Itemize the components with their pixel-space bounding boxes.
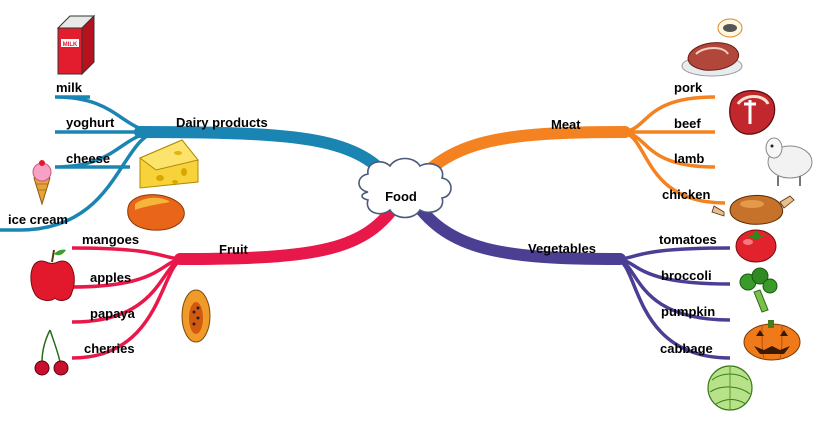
branch-label-dairy: Dairy products (176, 115, 268, 130)
leaf-label-milk: milk (56, 80, 83, 95)
leaf-label-apples: apples (90, 270, 131, 285)
papaya-icon (181, 289, 211, 343)
leaf-label-yoghurt: yoghurt (66, 115, 115, 130)
milk-carton-brand: MILK (63, 42, 78, 48)
leaf-label-pumpkin: pumpkin (661, 304, 715, 319)
branch-label-vegetables: Vegetables (528, 241, 596, 256)
leaf-label-cherries: cherries (84, 341, 135, 356)
vegetables-sub-branches (614, 246, 731, 360)
milk-carton-icon: MILK (56, 14, 96, 76)
ice-cream-icon (32, 160, 52, 206)
leaf-label-broccoli: broccoli (661, 268, 712, 283)
pumpkin-icon (743, 320, 801, 361)
leaf-label-tomatoes: tomatoes (659, 232, 717, 247)
mango-icon (127, 194, 185, 231)
branch-label-fruit: Fruit (219, 242, 249, 257)
cherries-icon (34, 329, 69, 376)
fruit-sub-branches (71, 246, 186, 360)
broccoli-icon (739, 267, 778, 313)
pork-icon (681, 18, 743, 77)
leaf-label-chicken: chicken (662, 187, 710, 202)
cabbage-icon (707, 365, 753, 411)
vegetables-branch-trunk (409, 196, 626, 265)
lamb-icon (765, 137, 813, 186)
fruit-branch-trunk (174, 196, 404, 265)
leaf-label-cabbage: cabbage (660, 341, 713, 356)
leaf-label-lamb: lamb (674, 151, 704, 166)
cloud-shape (358, 157, 452, 219)
leaf-label-pork: pork (674, 80, 703, 95)
cheese-icon (139, 139, 199, 189)
dairy-sub-branches (0, 95, 161, 232)
meat-sub-branches (619, 95, 726, 205)
tomato-icon (735, 229, 777, 263)
center-node: Food (358, 157, 452, 219)
roast-chicken-icon (711, 194, 795, 225)
apple-icon (30, 249, 75, 301)
steak-icon (729, 90, 776, 135)
center-label: Food (385, 189, 417, 204)
leaf-label-mangoes: mangoes (82, 232, 139, 247)
leaf-label-ice-cream: ice cream (8, 212, 68, 227)
branch-label-meat: Meat (551, 117, 581, 132)
leaf-label-beef: beef (674, 116, 701, 131)
leaf-label-papaya: papaya (90, 306, 136, 321)
leaf-label-cheese: cheese (66, 151, 110, 166)
